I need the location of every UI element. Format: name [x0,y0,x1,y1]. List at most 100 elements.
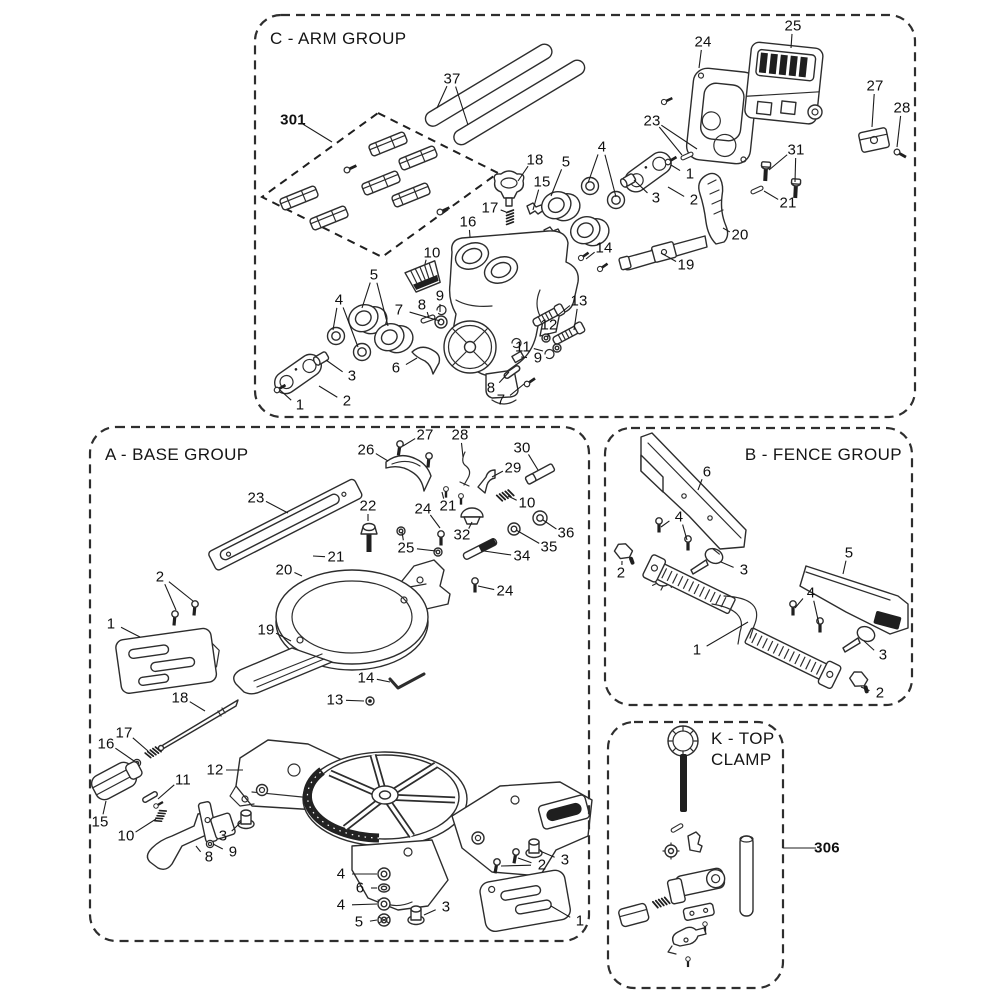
leader-line-base-25 [401,531,404,541]
callout-base-21: 21 [439,497,457,515]
leader-line-base-10 [507,495,517,501]
callout-base-21: 21 [327,548,345,566]
part-oring-6 [377,883,391,893]
group-title-arm: C - ARM GROUP [270,29,407,48]
callout-base-4: 4 [336,865,346,883]
callout-arm-10: 10 [423,244,441,262]
leader-line-base-16 [115,747,135,762]
callout-arm-27: 27 [866,77,884,95]
leader-line-base-29 [491,470,504,478]
part-thumbscrew-3b [842,625,876,653]
clamp-group-art [618,725,754,968]
callout-arm-37: 37 [443,70,461,88]
leader-line-arm-5 [376,282,389,327]
part-bracket-27 [858,127,890,153]
part-bracket-29 [477,469,496,494]
leader-line-base-3 [539,850,555,858]
callout-base-30: 30 [513,439,531,457]
leader-line-arm-4 [342,307,359,348]
callout-base-1: 1 [575,912,585,930]
leader-line-arm-8 [498,371,510,384]
callout-arm-14: 14 [595,239,613,257]
leader-line-arm-37 [455,86,469,126]
leader-line-arm-7 [409,311,441,322]
leader-line-arm-3 [325,359,343,373]
callout-base-3: 3 [218,827,228,845]
group-title-clamp: K - TOP CLAMP [711,729,775,769]
leader-line-base-21 [312,555,326,558]
part-fence-base-1 [642,554,842,690]
leader-line-arm-18 [517,165,529,182]
leader-line-arm-19 [660,252,677,263]
leader-line-arm-7 [509,383,525,396]
part-arm-housing-16 [443,230,579,405]
callout-arm-2: 2 [342,392,352,410]
leader-line-arm-10 [424,259,427,265]
leader-line-arm-15 [532,189,540,211]
leader-line-arm-3 [633,179,648,194]
leader-line-fence-6 [697,478,703,491]
callout-arm-13: 13 [570,292,588,310]
part-rod-34 [462,538,498,560]
leader-line-fence-3 [863,640,875,651]
callout-arm-8: 8 [417,296,427,314]
leader-line-arm-21 [763,190,779,200]
callout-fence-4: 4 [806,584,816,602]
part-tube-k [739,835,754,917]
leader-line-arm-20 [722,227,731,233]
part-handle-cover-24 [685,67,758,165]
callout-base-4: 4 [336,896,346,914]
callout-base-19: 19 [257,621,275,639]
part-base-casting-12 [229,739,593,911]
part-slide-tubes-37 [424,43,586,146]
leader-line-base-23 [265,500,289,514]
leader-line-base-1 [550,905,571,918]
part-thumbscrew-3a [690,547,724,575]
callout-base-5: 5 [354,913,364,931]
part-lock-lever-8 [146,801,236,871]
part-scale-plate-10 [404,260,441,293]
leader-line-arm-27 [871,93,875,128]
callout-arm-5: 5 [369,266,379,284]
callout-arm-1: 1 [685,165,695,183]
leader-line-arm-23 [661,124,698,150]
part-bracket-k [687,831,703,853]
leader-line-base-32 [468,521,473,529]
part-key-9 [511,350,525,364]
callout-base-26: 26 [357,441,375,459]
leader-line-arm-301 [302,123,333,143]
leader-line-arm-5 [550,169,563,197]
callout-arm-4: 4 [597,138,607,156]
group-title-base: A - BASE GROUP [105,445,249,464]
leader-line-arm-13 [573,308,578,331]
callout-arm-9: 9 [435,287,445,305]
callout-fence-1: 1 [692,641,702,659]
callout-base-18: 18 [171,689,189,707]
leader-line-arm-4 [604,154,617,198]
arm-group-art [260,41,909,405]
callout-arm-4: 4 [334,291,344,309]
leader-line-base-10 [135,818,157,833]
leader-line-base-35 [515,529,540,544]
leader-line-base-26 [375,453,389,462]
leader-line-arm-1 [670,164,681,172]
part-knob-18 [493,170,525,207]
callout-arm-31: 31 [787,141,805,159]
callout-arm-301: 301 [280,111,306,129]
part-turntable-19 [233,569,429,695]
leader-line-fence-4 [660,520,670,528]
leader-line-base-36 [542,519,557,530]
callout-base-11: 11 [175,771,191,789]
leader-line-arm-2 [318,385,338,398]
leader-line-base-2 [517,857,532,864]
callout-arm-15: 15 [533,173,551,191]
callout-base-9: 9 [228,843,238,861]
leader-line-base-8 [195,845,202,853]
callout-arm-7: 7 [394,301,404,319]
callout-base-34: 34 [513,547,531,565]
callout-base-29: 29 [504,459,522,477]
leader-line-base-28 [460,442,464,458]
leader-line-arm-4 [587,154,599,184]
leader-line-arm-16 [468,229,471,238]
